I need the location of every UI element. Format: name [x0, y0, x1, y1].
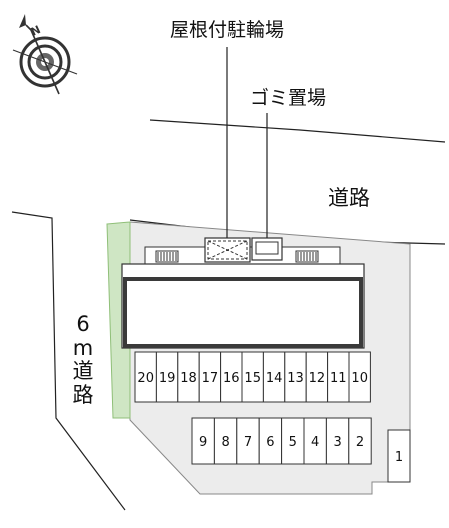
parking-slot-label: 8	[221, 435, 229, 450]
parking-row-upper: 20 19 18 17 16 15 14 13 12 11 10	[134, 351, 371, 403]
parking-slot-label: 7	[244, 435, 252, 450]
parking-slot-label: 5	[289, 435, 297, 450]
north-compass-icon: N	[12, 14, 78, 95]
parking-slot	[348, 417, 372, 465]
parking-slot-label: 18	[180, 371, 197, 386]
parking-slot-label: 4	[311, 435, 319, 450]
road-label: 道路	[328, 186, 370, 210]
parking-slot-label: 19	[159, 371, 176, 386]
side-road-label-char: 路	[72, 382, 94, 407]
stair-left-icon	[155, 250, 179, 263]
parking-slot-label: 6	[266, 435, 274, 450]
side-road-label: 6 m 道 路	[66, 312, 100, 407]
parking-slot-label: 13	[287, 371, 304, 386]
parking-slot-label: 3	[333, 435, 341, 450]
side-road-edge-left	[11, 211, 126, 511]
parking-slot-label: 1	[395, 450, 403, 465]
stair-right-icon	[295, 250, 319, 263]
parking-slot-label: 15	[244, 371, 261, 386]
bicycle-parking-shelter	[204, 237, 251, 263]
parking-slot-label: 20	[137, 371, 154, 386]
side-road-label-char: m	[72, 335, 94, 360]
garbage-area	[251, 237, 283, 261]
north-label: N	[29, 23, 43, 39]
road-edge-upper	[149, 119, 446, 143]
side-road-label-char: 6	[76, 312, 90, 336]
building-body	[123, 277, 363, 348]
parking-slot-label: 16	[223, 371, 240, 386]
parking-slot-label: 14	[266, 371, 283, 386]
parking-slot-label: 17	[202, 371, 219, 386]
parking-slot-label: 2	[356, 435, 364, 450]
parking-slot-1	[387, 429, 411, 483]
parking-slot-label: 12	[309, 371, 326, 386]
parking-slot-label: 9	[199, 435, 207, 450]
garbage-label: ゴミ置場	[250, 87, 327, 109]
bicycle-parking-label: 屋根付駐輪場	[170, 19, 285, 41]
parking-slot-label: 11	[330, 371, 347, 386]
parking-slot-label: 10	[351, 371, 368, 386]
side-road-label-char: 道	[72, 359, 94, 384]
parking-slot	[348, 351, 371, 403]
